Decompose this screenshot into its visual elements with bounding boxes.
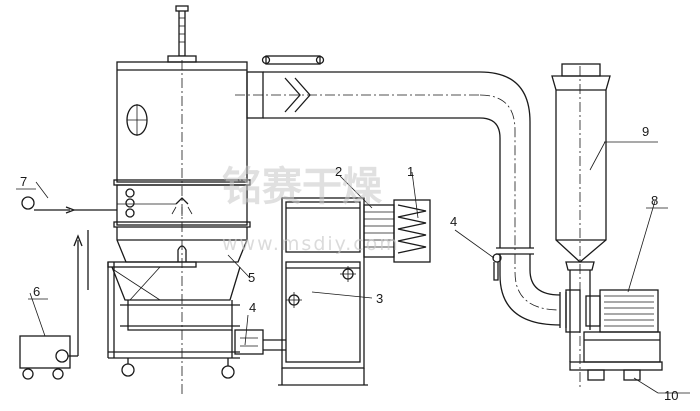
exhaust-duct bbox=[235, 55, 567, 328]
label-4-upper: 4 bbox=[450, 214, 457, 229]
label-10: 10 bbox=[664, 388, 678, 403]
label-5: 5 bbox=[248, 270, 255, 285]
filter-heater bbox=[363, 199, 431, 263]
atomizing-inlet bbox=[21, 196, 176, 214]
watermark-chinese: 铭赛干燥 bbox=[222, 164, 383, 210]
label-9: 9 bbox=[642, 124, 649, 139]
air-handler-cabinet bbox=[278, 197, 368, 386]
inlet-damper-lower bbox=[234, 329, 286, 355]
part-labels: 1 2 3 4 4 5 6 7 8 9 10 bbox=[16, 124, 690, 403]
leader-lines bbox=[29, 141, 659, 394]
label-2: 2 bbox=[335, 164, 342, 179]
label-8: 8 bbox=[651, 193, 658, 208]
label-3: 3 bbox=[376, 291, 383, 306]
dryer-tower bbox=[113, 5, 251, 395]
label-4-lower: 4 bbox=[249, 300, 256, 315]
cyclone-separator bbox=[551, 63, 611, 390]
fan-motor bbox=[565, 289, 663, 381]
label-6: 6 bbox=[33, 284, 40, 299]
compressor-unit bbox=[19, 230, 89, 380]
watermark-url: www.msdiy.com bbox=[222, 233, 400, 255]
watermark: 铭赛干燥 www.msdiy.com bbox=[222, 164, 400, 255]
label-1: 1 bbox=[407, 164, 414, 179]
product-trolley bbox=[107, 261, 241, 379]
label-7: 7 bbox=[20, 174, 27, 189]
